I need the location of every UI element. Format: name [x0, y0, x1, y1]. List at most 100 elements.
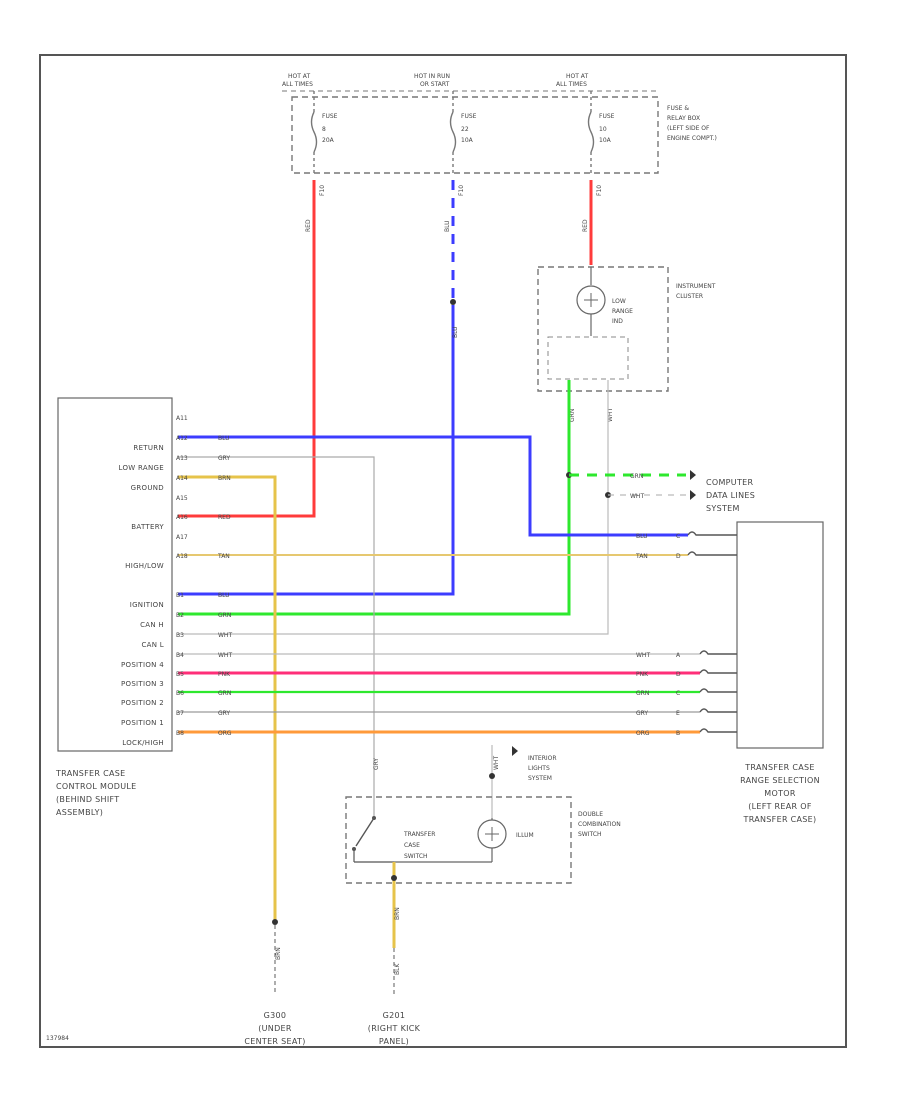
svg-text:A16: A16 — [176, 514, 188, 521]
svg-text:20A: 20A — [322, 137, 335, 144]
motor-label-4: (LEFT REAR OF — [748, 802, 812, 811]
module-label-1: TRANSFER CASE — [55, 769, 126, 778]
transfer-case-control-module — [57, 397, 173, 752]
interior-label-3: SYSTEM — [528, 775, 552, 782]
svg-text:FUSE: FUSE — [461, 113, 477, 120]
svg-text:CAN H: CAN H — [140, 621, 164, 629]
svg-text:A18: A18 — [176, 553, 188, 560]
splice-dot — [450, 299, 456, 305]
svg-text:TAN: TAN — [217, 553, 230, 560]
svg-text:10A: 10A — [461, 137, 474, 144]
ground-g300: G300 (UNDER CENTER SEAT) — [244, 1011, 305, 1046]
svg-text:POSITION 1: POSITION 1 — [121, 719, 164, 727]
arrow-icon — [690, 490, 696, 500]
svg-text:B4: B4 — [176, 652, 184, 659]
svg-text:WHT: WHT — [607, 408, 614, 422]
svg-text:WHT: WHT — [493, 756, 500, 770]
svg-text:C: C — [676, 533, 680, 540]
module-wire-color-labels: BLU GRY BRN RED TAN BLU GRN WHT WHT PNK … — [217, 435, 232, 737]
svg-text:TAN: TAN — [635, 553, 648, 560]
svg-text:IGNITION: IGNITION — [130, 601, 164, 609]
module-label-3: (BEHIND SHIFT — [56, 795, 119, 804]
svg-text:10: 10 — [599, 126, 607, 133]
svg-text:BRN: BRN — [394, 907, 401, 920]
svg-text:PNK: PNK — [636, 671, 649, 678]
svg-text:D: D — [676, 553, 681, 560]
wire-ground-yellow — [178, 475, 277, 922]
hot-label-3b: ALL TIMES — [556, 81, 587, 88]
svg-text:WHT: WHT — [218, 652, 232, 659]
module-label-2: CONTROL MODULE — [56, 782, 137, 791]
svg-text:B5: B5 — [176, 671, 184, 678]
wire-can-l-white — [178, 380, 609, 635]
svg-text:ORG: ORG — [218, 730, 232, 737]
svg-text:RANGE: RANGE — [612, 308, 633, 315]
module-label-4: ASSEMBLY) — [56, 808, 103, 817]
svg-text:RED: RED — [218, 514, 231, 521]
svg-text:A15: A15 — [176, 495, 188, 502]
svg-text:BATTERY: BATTERY — [131, 523, 164, 531]
wire-can-h-green — [178, 380, 571, 616]
svg-text:B1: B1 — [176, 592, 184, 599]
svg-text:BRN: BRN — [275, 947, 282, 960]
svg-text:POSITION 3: POSITION 3 — [121, 680, 164, 688]
svg-text:A13: A13 — [176, 455, 188, 462]
motor-label-3: MOTOR — [764, 789, 796, 798]
svg-text:G201: G201 — [383, 1011, 406, 1020]
interior-arrow-icon — [512, 746, 518, 756]
svg-text:TRANSFER: TRANSFER — [403, 831, 435, 838]
motor-connector-hooks — [687, 531, 737, 733]
data-lines-label-3: SYSTEM — [706, 504, 740, 513]
svg-text:GRN: GRN — [630, 473, 643, 480]
cluster-label-2: CLUSTER — [676, 293, 703, 300]
data-lines-label-2: DATA LINES — [706, 491, 755, 500]
svg-text:GRN: GRN — [569, 409, 576, 422]
motor-pin-labels: BLU C TAN D WHT A PNK D GRN C GRY E ORG … — [635, 533, 681, 737]
svg-text:ORG: ORG — [636, 730, 650, 737]
fuse-box-label-4: ENGINE COMPT.) — [667, 135, 717, 142]
svg-text:LOCK/HIGH: LOCK/HIGH — [122, 739, 164, 747]
motor-label-1: TRANSFER CASE — [744, 763, 815, 772]
svg-text:22: 22 — [461, 126, 469, 133]
svg-text:PANEL): PANEL) — [379, 1037, 409, 1046]
svg-text:IND: IND — [612, 318, 623, 325]
svg-text:SWITCH: SWITCH — [404, 853, 428, 860]
fuse-relay-box: HOT AT ALL TIMES HOT IN RUN OR START HOT… — [282, 73, 717, 176]
dcs-label-2: COMBINATION — [578, 821, 621, 828]
fuse-box-label-2: RELAY BOX — [667, 115, 700, 122]
svg-text:WHT: WHT — [636, 652, 650, 659]
svg-text:GRN: GRN — [636, 690, 649, 697]
arrow-icon — [690, 470, 696, 480]
svg-text:LOW RANGE: LOW RANGE — [119, 464, 164, 472]
svg-text:8: 8 — [322, 126, 326, 133]
svg-text:GRN: GRN — [218, 612, 231, 619]
svg-text:WHT: WHT — [218, 632, 232, 639]
svg-text:B: B — [676, 730, 680, 737]
svg-text:BLU: BLU — [452, 326, 459, 338]
svg-text:RETURN: RETURN — [133, 444, 164, 452]
hot-label-2: HOT IN RUN — [414, 73, 450, 80]
hot-label-1b: ALL TIMES — [282, 81, 313, 88]
svg-text:FUSE: FUSE — [322, 113, 338, 120]
svg-text:A12: A12 — [176, 435, 188, 442]
ground-g201: G201 (RIGHT KICK PANEL) — [368, 1011, 421, 1046]
svg-text:GRY: GRY — [636, 710, 648, 717]
wire-ignition-blue — [178, 305, 455, 596]
conn-label-3: F10 — [596, 185, 603, 196]
svg-text:WHT: WHT — [630, 493, 644, 500]
instrument-cluster: LOW RANGE IND INSTRUMENT CLUSTER — [537, 266, 716, 392]
svg-text:A: A — [676, 652, 681, 659]
svg-text:B7: B7 — [176, 710, 184, 717]
conn-label-2: F10 — [458, 185, 465, 196]
svg-text:B3: B3 — [176, 632, 184, 639]
svg-text:POSITION 2: POSITION 2 — [121, 699, 164, 707]
svg-text:CASE: CASE — [404, 842, 420, 849]
wire-return-blue — [178, 435, 688, 537]
interior-label-2: LIGHTS — [528, 765, 550, 772]
svg-text:GRN: GRN — [218, 690, 231, 697]
svg-text:GRY: GRY — [373, 758, 380, 770]
svg-text:(UNDER: (UNDER — [258, 1024, 292, 1033]
svg-text:BLU: BLU — [444, 220, 451, 232]
module-pin-names: RETURN LOW RANGE GROUND BATTERY HIGH/LOW… — [119, 444, 165, 747]
